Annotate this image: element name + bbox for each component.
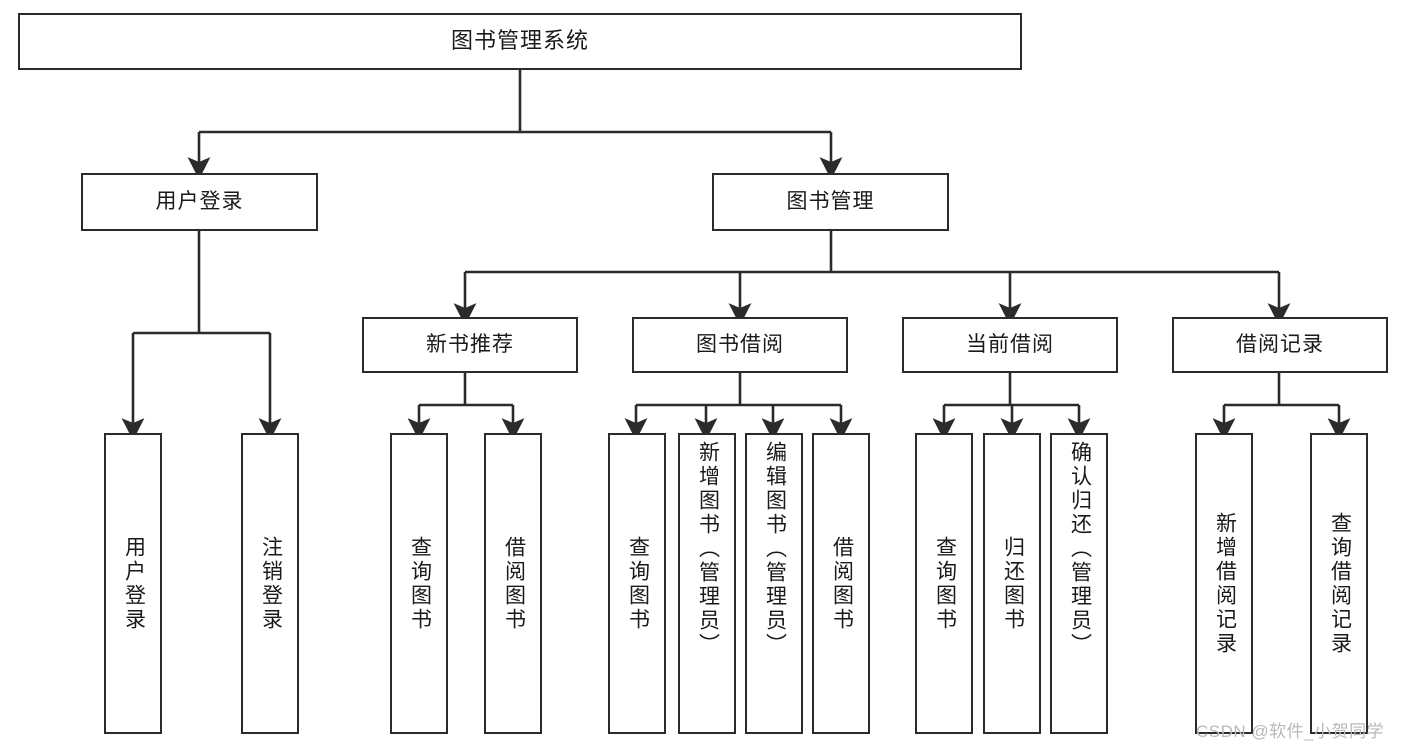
node-leaf-user-login-label: 用户登录 bbox=[122, 535, 146, 632]
node-leaf-user-logout-label: 注销登录 bbox=[259, 535, 283, 632]
node-root-label: 图书管理系统 bbox=[450, 28, 589, 54]
node-leaf-query-book-3[interactable]: 查询图书 bbox=[915, 433, 973, 734]
node-leaf-query-book-3-label: 查询图书 bbox=[933, 535, 957, 632]
node-leaf-return-book-label: 归还图书 bbox=[1001, 535, 1025, 632]
node-leaf-borrow-book-2-label: 借阅图书 bbox=[830, 535, 854, 632]
node-new-book-recommend[interactable]: 新书推荐 bbox=[362, 317, 578, 373]
node-book-manage[interactable]: 图书管理 bbox=[712, 173, 949, 231]
node-leaf-borrow-book-1-label: 借阅图书 bbox=[502, 535, 526, 632]
node-new-book-recommend-label: 新书推荐 bbox=[426, 333, 514, 357]
node-leaf-borrow-book-2[interactable]: 借阅图书 bbox=[812, 433, 870, 734]
node-leaf-return-book[interactable]: 归还图书 bbox=[983, 433, 1041, 734]
node-leaf-query-book-2-label: 查询图书 bbox=[626, 535, 650, 632]
node-leaf-borrow-book-1[interactable]: 借阅图书 bbox=[484, 433, 542, 734]
node-leaf-edit-book-label: 编辑图书（管理员） bbox=[763, 441, 787, 657]
node-book-borrow[interactable]: 图书借阅 bbox=[632, 317, 848, 373]
node-leaf-query-book-2[interactable]: 查询图书 bbox=[608, 433, 666, 734]
node-leaf-edit-book[interactable]: 编辑图书（管理员） bbox=[745, 433, 803, 734]
node-leaf-query-book-1-label: 查询图书 bbox=[408, 535, 432, 632]
node-book-borrow-label: 图书借阅 bbox=[696, 333, 784, 357]
node-leaf-user-login[interactable]: 用户登录 bbox=[104, 433, 162, 734]
node-borrow-record-label: 借阅记录 bbox=[1236, 333, 1324, 357]
node-leaf-add-book-label: 新增图书（管理员） bbox=[696, 441, 720, 657]
node-leaf-confirm-return-label: 确认归还（管理员） bbox=[1068, 441, 1092, 657]
node-leaf-query-book-1[interactable]: 查询图书 bbox=[390, 433, 448, 734]
node-leaf-add-book[interactable]: 新增图书（管理员） bbox=[678, 433, 736, 734]
node-leaf-query-record[interactable]: 查询借阅记录 bbox=[1310, 433, 1368, 734]
csdn-watermark: CSDN @软件_小贺同学 bbox=[1196, 722, 1385, 741]
node-root[interactable]: 图书管理系统 bbox=[18, 13, 1022, 70]
node-user-login-label: 用户登录 bbox=[155, 190, 244, 214]
node-leaf-add-record[interactable]: 新增借阅记录 bbox=[1195, 433, 1253, 734]
node-current-borrow[interactable]: 当前借阅 bbox=[902, 317, 1118, 373]
node-leaf-add-record-label: 新增借阅记录 bbox=[1213, 511, 1237, 656]
node-leaf-query-record-label: 查询借阅记录 bbox=[1328, 511, 1352, 656]
node-leaf-user-logout[interactable]: 注销登录 bbox=[241, 433, 299, 734]
node-current-borrow-label: 当前借阅 bbox=[966, 333, 1054, 357]
node-borrow-record[interactable]: 借阅记录 bbox=[1172, 317, 1388, 373]
node-leaf-confirm-return[interactable]: 确认归还（管理员） bbox=[1050, 433, 1108, 734]
node-book-manage-label: 图书管理 bbox=[786, 190, 875, 214]
node-user-login[interactable]: 用户登录 bbox=[81, 173, 318, 231]
